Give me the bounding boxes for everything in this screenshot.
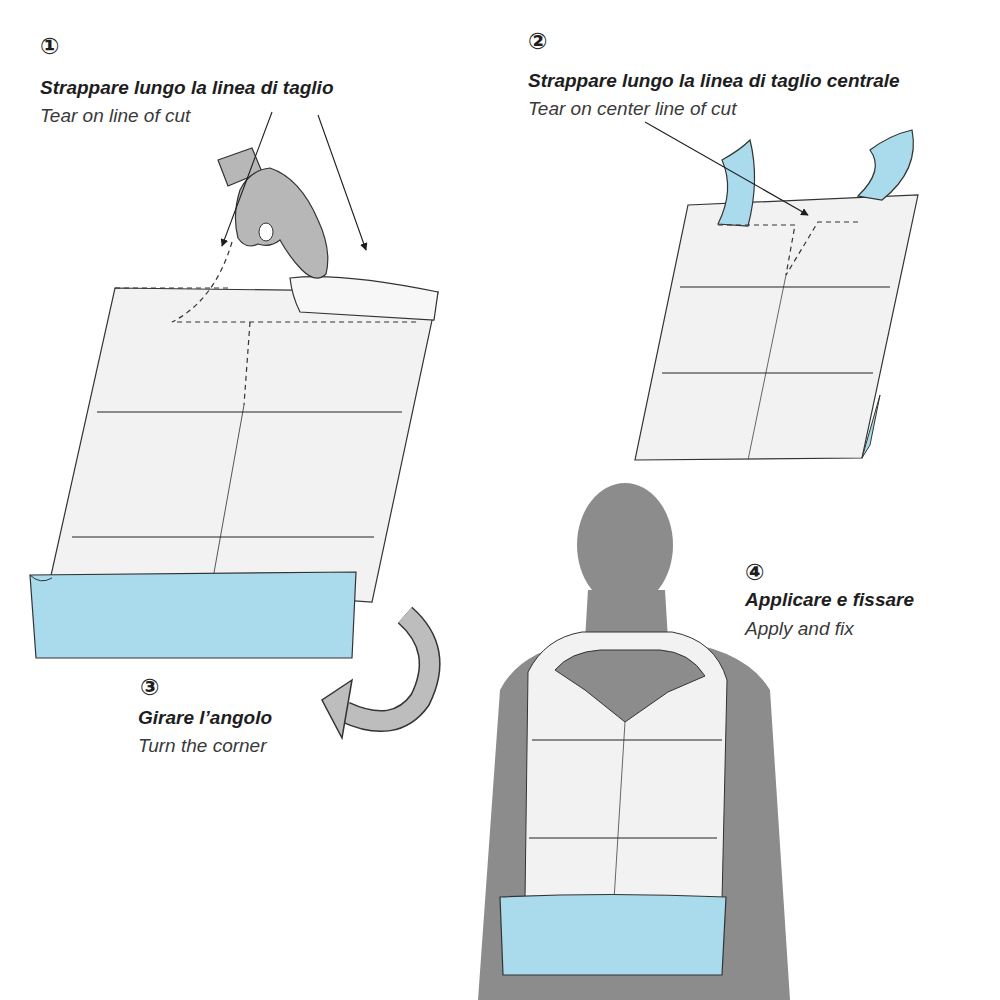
step-translation: Tear on center line of cut	[528, 99, 736, 118]
step-translation: Apply and fix	[745, 619, 854, 638]
leader-line	[645, 122, 808, 215]
callout-number: ③	[140, 676, 159, 699]
callout-number: ②	[528, 30, 547, 53]
person-silhouette	[478, 483, 790, 1000]
step-instruction: Strappare lungo la linea di taglio centr…	[528, 71, 900, 90]
step-instruction: Girare l’angolo	[138, 708, 272, 727]
bib-step-2	[635, 130, 918, 460]
bib-worn	[500, 632, 727, 975]
step-translation: Turn the corner	[138, 736, 266, 755]
leader-line	[318, 115, 366, 250]
step-instruction: Applicare e fissare	[745, 590, 914, 609]
step-translation: Tear on line of cut	[40, 106, 190, 125]
bib-step-1	[30, 242, 438, 658]
leader-line	[222, 112, 272, 246]
callout-number: ④	[745, 561, 764, 584]
step-instruction: Strappare lungo la linea di taglio	[40, 78, 334, 97]
callout-number: ①	[40, 35, 59, 58]
turn-arrow	[322, 615, 430, 738]
